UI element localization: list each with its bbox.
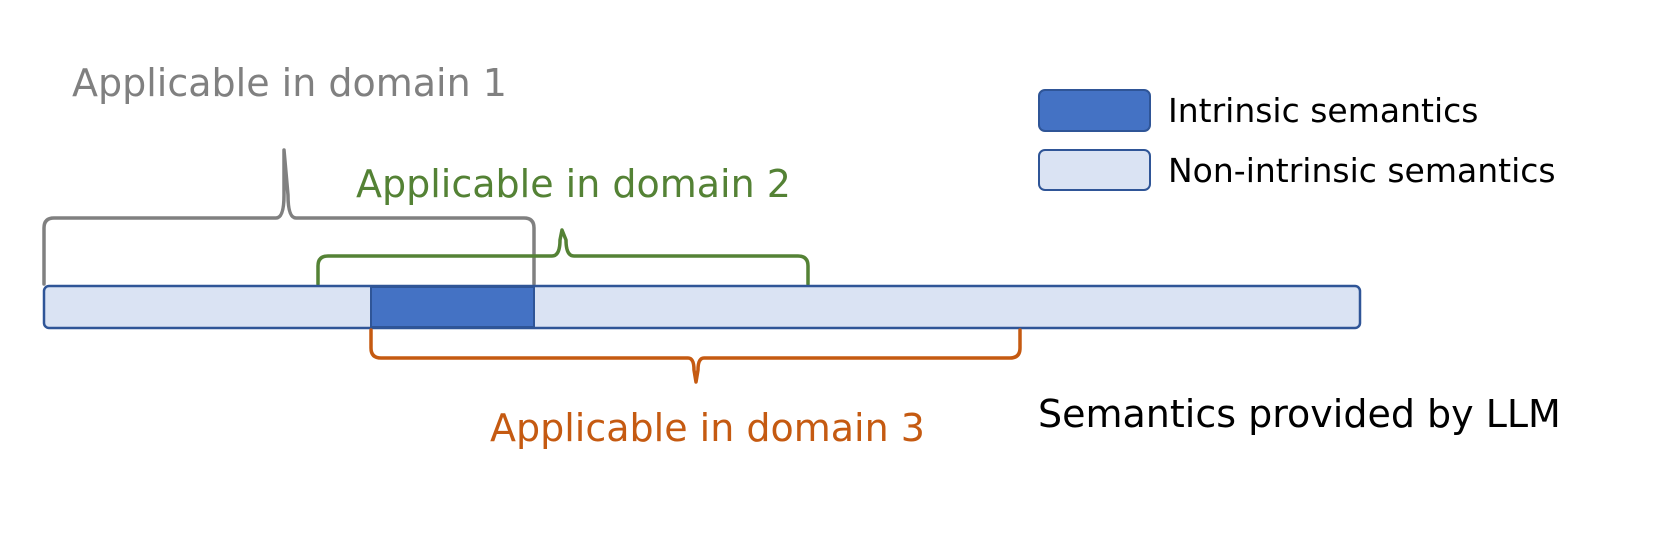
domain1-label: Applicable in domain 1 <box>72 61 507 105</box>
legend-intrinsic-swatch <box>1038 89 1151 132</box>
bar-caption: Semantics provided by LLM <box>1038 392 1561 436</box>
semantics-bar <box>42 284 1362 330</box>
domain3-brace <box>369 328 1022 384</box>
legend-non-intrinsic-label: Non-intrinsic semantics <box>1168 151 1556 190</box>
intrinsic-segment <box>370 286 535 328</box>
domain3-label: Applicable in domain 3 <box>490 406 925 450</box>
legend-non-intrinsic-swatch <box>1038 149 1151 191</box>
domain2-label: Applicable in domain 2 <box>356 162 791 206</box>
domain2-brace <box>316 228 810 286</box>
domain1-brace <box>42 148 536 286</box>
legend: Intrinsic semantics Non-intrinsic semant… <box>1038 89 1556 191</box>
legend-intrinsic-label: Intrinsic semantics <box>1168 91 1478 130</box>
